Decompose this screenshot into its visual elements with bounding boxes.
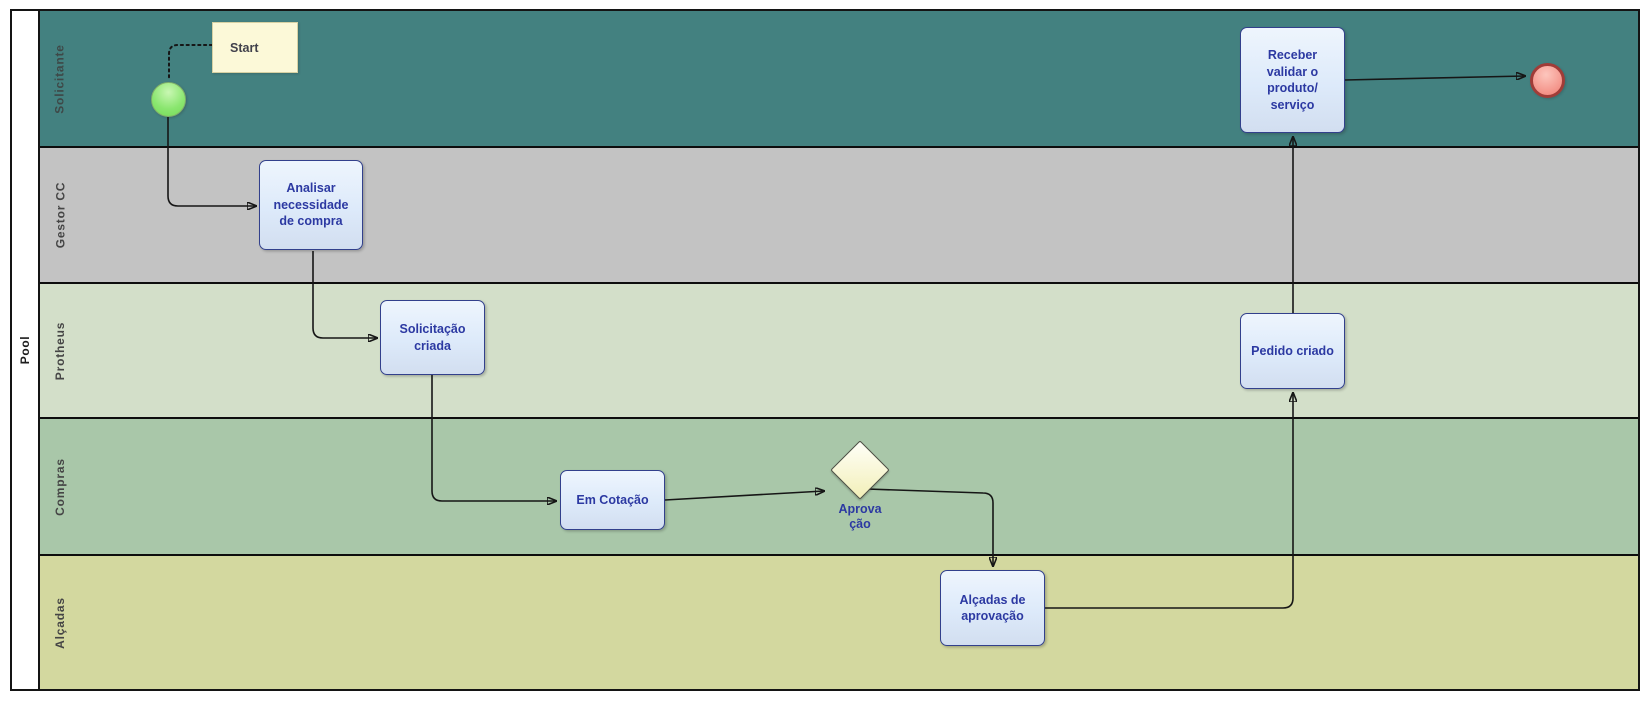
end-event-circle[interactable] xyxy=(1530,63,1565,98)
lane-label-solicitante: Solicitante xyxy=(53,43,68,114)
lane-label-gestor-cc: Gestor CC xyxy=(53,181,68,249)
task-em-cotacao[interactable]: Em Cotação xyxy=(560,470,665,530)
task-analisar-necessidade[interactable]: Analisar necessidade de compra xyxy=(259,160,363,250)
task-alcadas-label: Alçadas de aprovação xyxy=(959,592,1026,624)
lane-alcadas: Alçadas xyxy=(40,554,1638,689)
lane-label-strip: Alçadas xyxy=(40,556,80,689)
annotation-start-note[interactable]: Start xyxy=(212,22,298,73)
lane-label-strip: Protheus xyxy=(40,284,80,417)
task-pedido-criado[interactable]: Pedido criado xyxy=(1240,313,1345,389)
lane-label-compras: Compras xyxy=(53,457,67,516)
task-pedido-label: Pedido criado xyxy=(1251,343,1334,358)
start-event-circle[interactable] xyxy=(151,82,186,117)
annotation-start-label: Start xyxy=(230,40,259,55)
pool-label: Pool xyxy=(18,335,32,365)
gateway-aprovacao-label: Aprova ção xyxy=(838,502,882,532)
lane-label-strip: Gestor CC xyxy=(40,148,80,282)
lane-compras: Compras xyxy=(40,417,1638,554)
task-receber-label: Receber validar o produto/ serviço xyxy=(1266,48,1319,112)
lane-label-strip: Compras xyxy=(40,419,80,554)
task-solicitacao-criada[interactable]: Solicitação criada xyxy=(380,300,485,375)
pool-header: Pool xyxy=(12,11,40,689)
lanes-container: Solicitante Gestor CC Protheus Compras xyxy=(40,11,1638,689)
lane-label-protheus: Protheus xyxy=(53,321,68,380)
task-solicitacao-label: Solicitação criada xyxy=(399,322,466,353)
task-alcadas-aprovacao[interactable]: Alçadas de aprovação xyxy=(940,570,1045,646)
lane-label-alcadas: Alçadas xyxy=(53,596,68,649)
lane-protheus: Protheus xyxy=(40,282,1638,417)
task-analisar-label: Analisar necessidade de compra xyxy=(273,181,349,229)
task-em-cotacao-label: Em Cotação xyxy=(576,492,649,507)
pool: Pool Solicitante Gestor CC Protheus Co xyxy=(10,9,1640,691)
lane-label-strip: Solicitante xyxy=(40,11,80,146)
task-receber-validar[interactable]: Receber validar o produto/ serviço xyxy=(1240,27,1345,133)
